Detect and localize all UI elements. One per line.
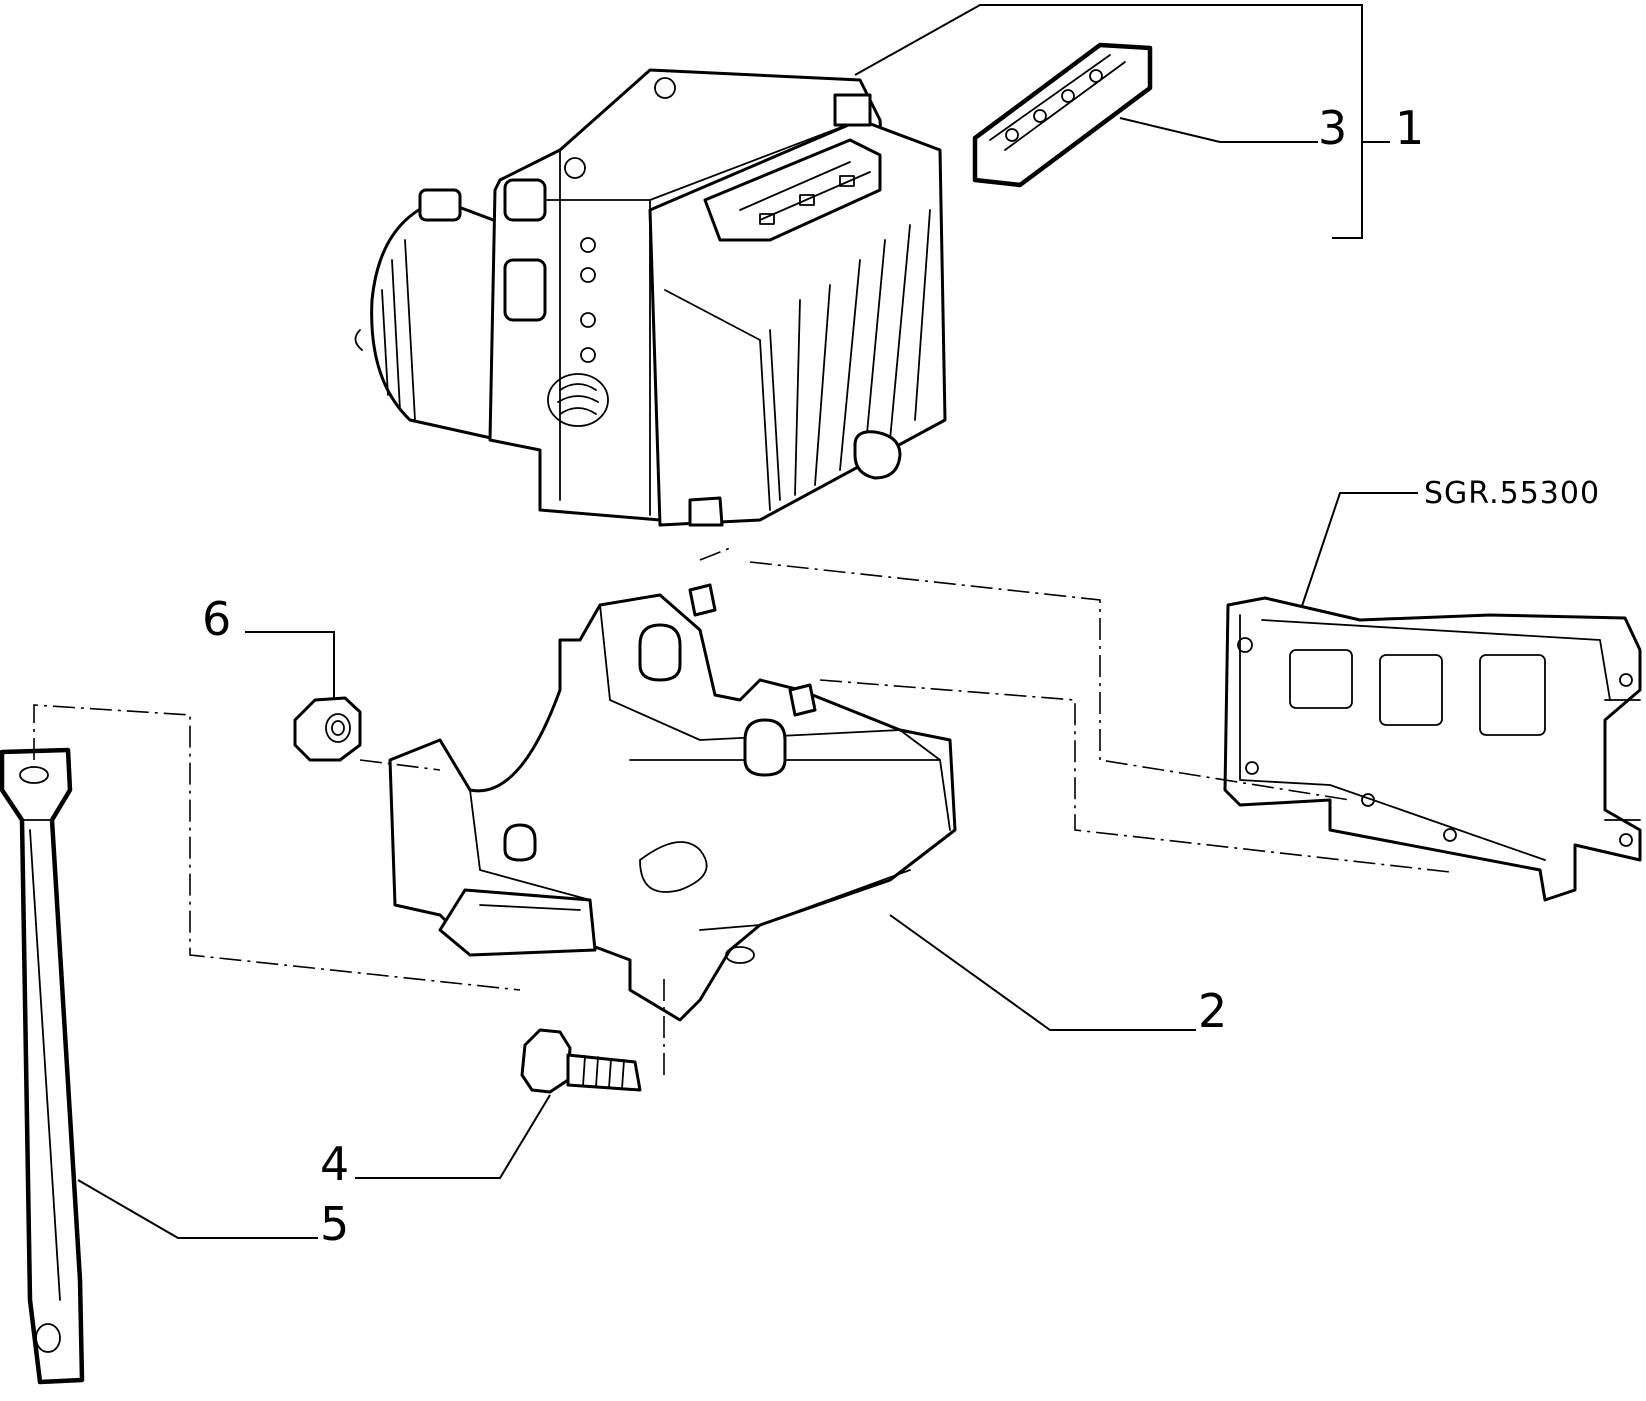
- callout-2: 2: [1198, 984, 1227, 1038]
- callout-4: 4: [320, 1137, 349, 1191]
- callout-5: 5: [320, 1197, 349, 1251]
- callout-6: 6: [202, 592, 231, 646]
- assembly-centerlines: [33, 547, 1451, 1075]
- part-chassis-panel: [1223, 596, 1642, 902]
- callout-1: 1: [1395, 101, 1424, 155]
- part-support-strap: [0, 747, 85, 1385]
- callout-3: 3: [1318, 101, 1347, 155]
- part-bolt: [520, 1028, 642, 1094]
- part-nut: [293, 696, 362, 762]
- callout-labels: 1 3 6 2 4 5 SGR.55300: [202, 101, 1600, 1251]
- leader-lines: [77, 4, 1418, 1239]
- reference-code-label: SGR.55300: [1424, 476, 1600, 511]
- part-abs-modulator-unit: [354, 68, 947, 527]
- part-connector-seal: [972, 42, 1153, 188]
- part-mounting-bracket: [388, 583, 957, 1022]
